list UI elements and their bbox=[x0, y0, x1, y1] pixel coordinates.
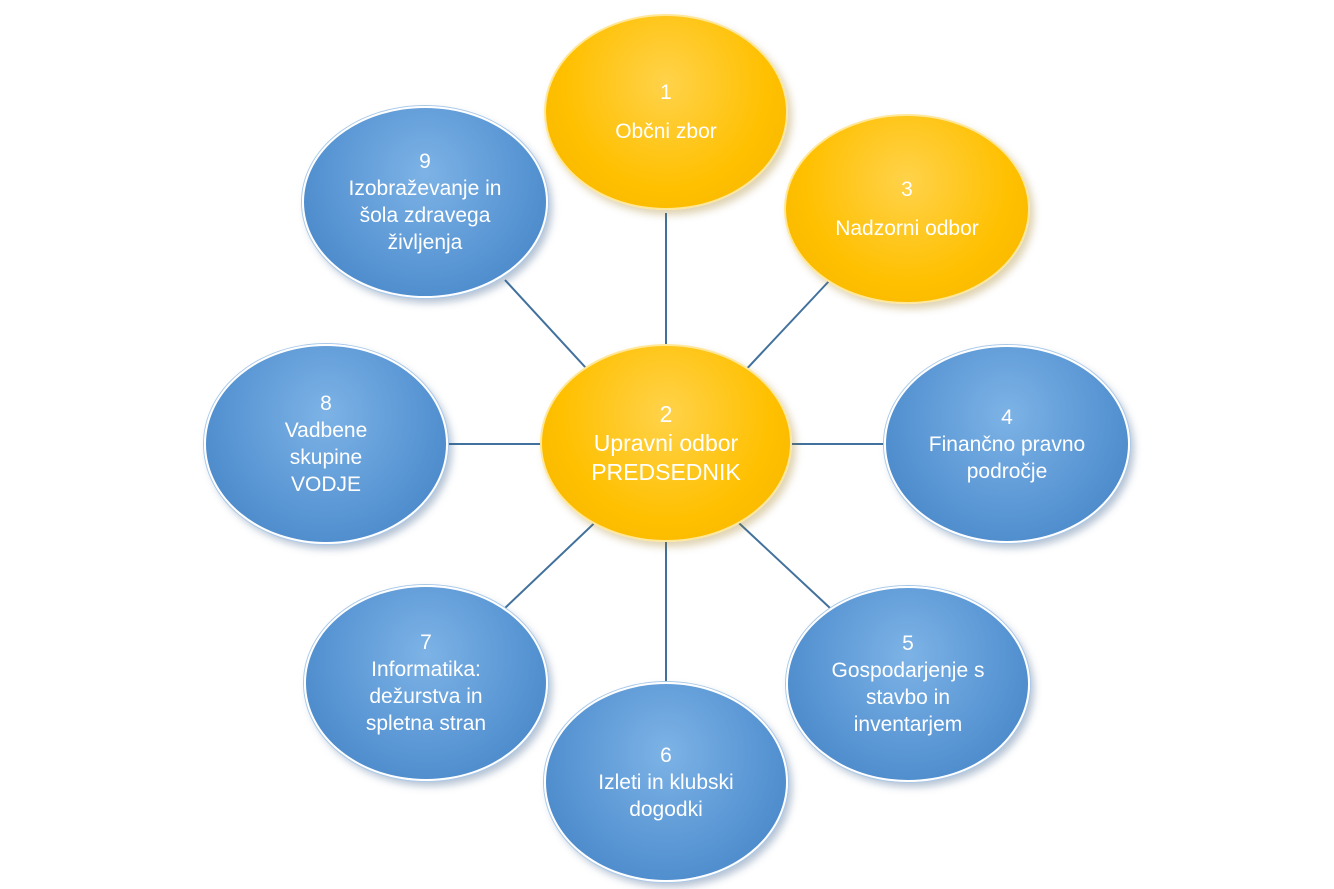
node-label: Občni zbor bbox=[615, 120, 717, 143]
node-label: Izleti in klubski dogodki bbox=[598, 770, 734, 821]
node-label: Finančno pravno področje bbox=[928, 432, 1086, 483]
node-1-obcni-zbor[interactable]: 1 Občni zbor bbox=[544, 14, 788, 210]
node-label: Izobraževanje in šola zdravega življenja bbox=[348, 177, 502, 254]
node-label: Informatika: dežurstva in spletna stran bbox=[365, 658, 487, 735]
node-number: 2 bbox=[659, 400, 673, 427]
node-label: Upravni odbor PREDSEDNIK bbox=[591, 429, 741, 485]
node-number: 9 bbox=[419, 150, 431, 173]
node-3-nadzorni-odbor[interactable]: 3 Nadzorni odbor bbox=[784, 114, 1030, 304]
node-label: Vadbene skupine VODJE bbox=[284, 419, 368, 496]
node-6-izleti[interactable]: 6 Izleti in klubski dogodki bbox=[544, 682, 788, 882]
node-8-vadbene-skupine[interactable]: 8 Vadbene skupine VODJE bbox=[204, 344, 448, 544]
node-5-gospodarjenje[interactable]: 5 Gospodarjenje s stavbo in inventarjem bbox=[786, 586, 1030, 782]
node-label: Gospodarjenje s stavbo in inventarjem bbox=[831, 659, 985, 736]
node-number: 8 bbox=[320, 392, 332, 415]
node-7-informatika[interactable]: 7 Informatika: dežurstva in spletna stra… bbox=[304, 585, 548, 781]
node-4-financno-pravno[interactable]: 4 Finančno pravno področje bbox=[884, 345, 1130, 543]
node-9-izobrazevanje[interactable]: 9 Izobraževanje in šola zdravega življen… bbox=[302, 106, 548, 298]
node-label: Nadzorni odbor bbox=[835, 217, 979, 240]
node-number: 4 bbox=[1001, 405, 1013, 429]
node-number: 7 bbox=[420, 631, 432, 654]
node-number: 6 bbox=[660, 743, 672, 767]
node-2-upravni-odbor[interactable]: 2 Upravni odbor PREDSEDNIK bbox=[540, 344, 792, 542]
node-number: 5 bbox=[902, 632, 914, 655]
node-number: 3 bbox=[901, 178, 913, 201]
node-number: 1 bbox=[660, 81, 672, 104]
